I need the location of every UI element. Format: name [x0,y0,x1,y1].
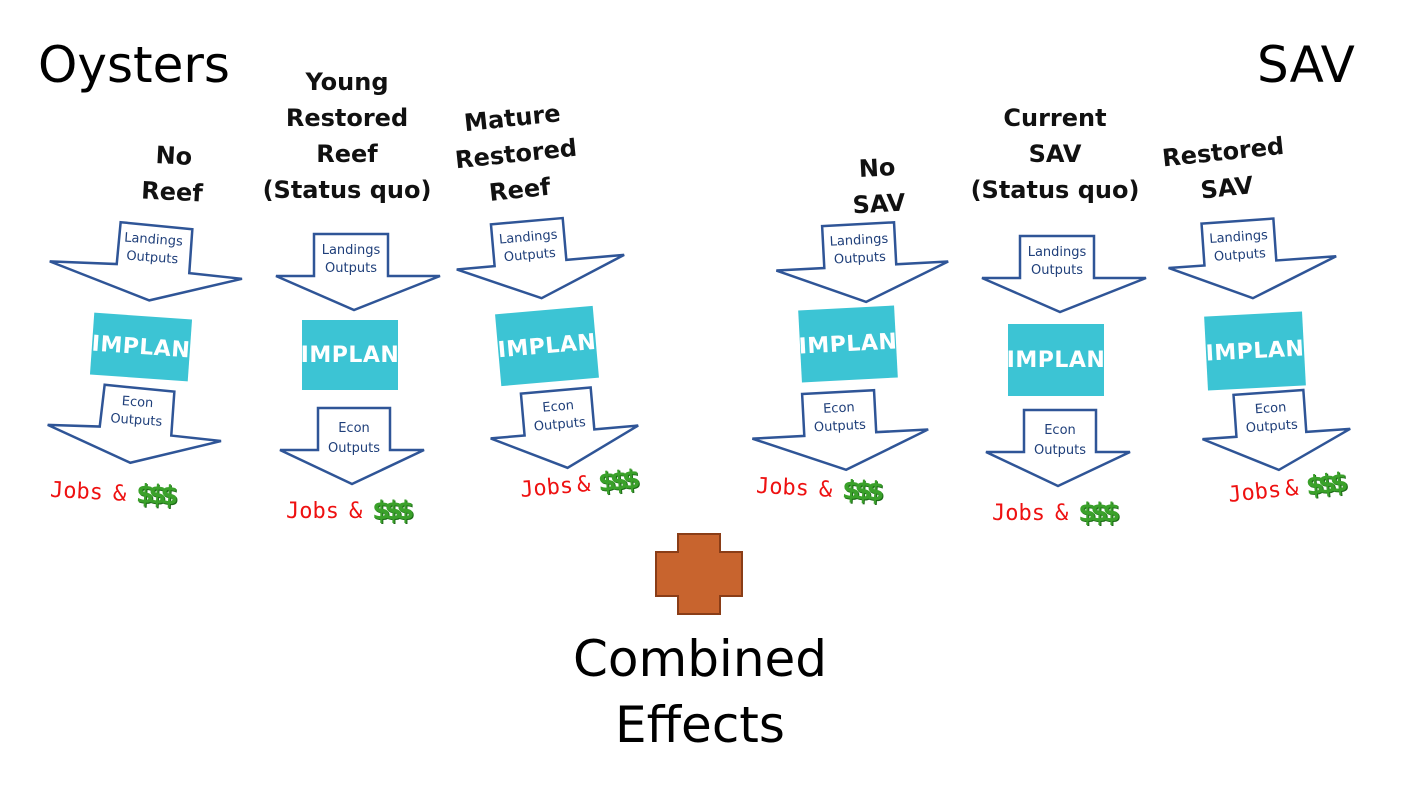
econ-arrow-icon: Econ Outputs [490,386,639,470]
scenario-no-reef: No Reef [106,135,240,214]
ampersand: & [112,480,127,507]
arrow-label: Outputs [1031,263,1083,278]
arrow-label: Econ [338,421,370,436]
landings-arrow-icon: Landings Outputs [49,220,243,302]
scenario-title: Restored SAV [1157,127,1294,212]
jobs-label: Jobs [49,477,104,506]
arrow-label: Outputs [1034,443,1086,458]
arrow-label: Outputs [1245,417,1298,436]
scenario-no-sav: No SAV [816,147,940,225]
arrow-label: Outputs [503,246,556,265]
econ-arrow-icon: Econ Outputs [279,406,425,486]
arrow-label: Econ [542,398,575,416]
arrow-label: Landings [322,243,381,258]
econ-arrow-icon: Econ Outputs [1202,388,1351,472]
result-jobs-money: Jobs & $$$ [1227,468,1344,510]
implan-logo: IMPLAN [798,305,898,383]
arrow-label: Econ [1044,423,1076,438]
title-line: Reef [140,176,204,208]
result-jobs-money: Jobs & $$$ [992,498,1121,528]
landings-arrow-icon: Landings Outputs [1168,217,1337,300]
arrow-label: Landings [829,232,889,250]
ampersand: & [575,471,592,498]
ampersand: & [818,476,833,503]
money-stack-icon: $$$ [596,465,636,499]
arrow-label: Landings [1209,228,1269,247]
scenario-title: Mature Restored Reef [441,93,592,215]
jobs-label: Jobs [1227,477,1283,508]
combined-line: Combined [572,630,828,688]
money-stack-icon: $$$ [1304,468,1344,502]
arrow-label: Outputs [110,411,163,430]
title-line: SAV [1028,140,1082,168]
arrow-label: Landings [498,228,558,248]
jobs-label: Jobs [755,473,810,502]
title-line: (Status quo) [970,176,1140,204]
money-stack-icon: $$$ [841,475,880,508]
landings-arrow-icon: Landings Outputs [275,232,441,312]
result-jobs-money: Jobs & $$$ [286,496,415,526]
scenario-mature-restored-reef: Mature Restored Reef [441,93,592,215]
arrow-label: Outputs [814,418,867,436]
implan-logo: IMPLAN [1007,324,1105,396]
arrow-label: Outputs [533,415,586,434]
scenario-young-restored-reef: Young Restored Reef (Status quo) [262,64,432,208]
econ-arrow-icon: Econ Outputs [985,408,1131,488]
implan-logo: IMPLAN [89,312,193,382]
arrow-label: Landings [1028,245,1087,260]
scenario-title: No Reef [106,135,240,214]
arrow-label: Outputs [834,250,887,268]
result-jobs-money: Jobs & $$$ [49,475,173,511]
scenario-title: Current SAV (Status quo) [970,100,1140,208]
arrow-label: Landings [124,231,184,250]
arrow-label: Outputs [325,261,377,276]
econ-arrow-icon: Econ Outputs [751,388,929,472]
jobs-label: Jobs [519,472,575,503]
implan-logo: IMPLAN [495,305,599,387]
jobs-label: Jobs [992,500,1045,526]
ampersand: & [1283,475,1300,502]
econ-arrow-icon: Econ Outputs [47,383,222,465]
landings-arrow-icon: Landings Outputs [456,216,625,300]
title-line: Restored [285,104,409,132]
sav-title: SAV [1257,36,1355,94]
title-line: Reef [316,140,378,168]
title-line: Current [1003,104,1107,132]
title-line: (Status quo) [262,176,432,204]
ampersand: & [1054,500,1069,526]
result-jobs-money: Jobs & $$$ [755,471,879,507]
oysters-title: Oysters [38,36,230,94]
implan-logo: IMPLAN [301,320,399,390]
scenario-current-sav: Current SAV (Status quo) [970,100,1140,208]
arrow-label: Econ [1254,400,1287,417]
arrow-label: Outputs [328,441,380,456]
title-line: Young [305,68,389,96]
money-stack-icon: $$$ [1078,498,1120,528]
landings-arrow-icon: Landings Outputs [981,234,1147,314]
jobs-label: Jobs [286,498,339,524]
money-stack-icon: $$$ [135,479,174,512]
combined-line: Effects [615,696,785,754]
scenario-title: Young Restored Reef (Status quo) [262,64,432,208]
arrow-label: Outputs [126,249,179,268]
implan-logo: IMPLAN [1204,311,1306,391]
scenario-restored-sav: Restored SAV [1157,127,1294,212]
ampersand: & [348,498,363,524]
arrow-label: Econ [121,394,154,411]
plus-icon [655,533,743,615]
arrow-label: Outputs [1213,246,1266,265]
money-stack-icon: $$$ [372,496,414,526]
scenario-title: No SAV [816,147,940,225]
combined-effects-label: Combined Effects [520,626,880,758]
arrow-label: Econ [823,400,855,417]
landings-arrow-icon: Landings Outputs [775,221,949,304]
